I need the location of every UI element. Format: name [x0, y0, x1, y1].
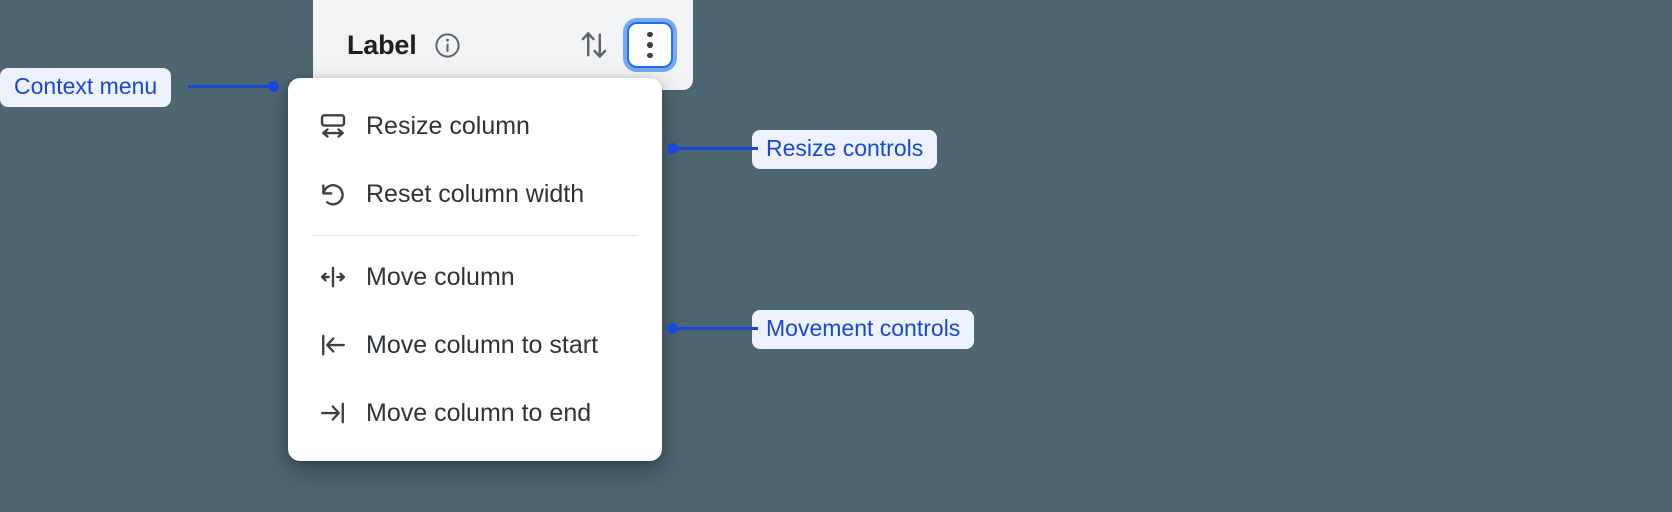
menu-item-label: Resize column — [366, 111, 530, 140]
reset-width-icon — [322, 184, 344, 206]
annotation-leader-line-context-menu — [188, 85, 274, 88]
sort-up-down-icon[interactable] — [577, 27, 611, 63]
annotation-leader-line-movement-controls — [672, 327, 758, 330]
annotation-label-resize-controls: Resize controls — [752, 130, 938, 169]
kebab-dot — [647, 52, 653, 59]
resize-column-icon — [320, 114, 346, 138]
menu-item-move-column[interactable]: Move column — [288, 243, 662, 311]
annotation-anchor-dot-context-menu — [268, 81, 279, 92]
menu-item-label: Move column — [366, 262, 515, 291]
kebab-dot — [647, 31, 653, 38]
menu-item-resize-column[interactable]: Resize column — [288, 92, 662, 160]
annotation-leader-line-resize-controls — [672, 147, 758, 150]
annotation-anchor-dot-resize-controls — [667, 143, 678, 154]
column-header-card: Label — [313, 0, 693, 90]
menu-item-label: Move column to end — [366, 398, 592, 427]
menu-item-move-column-to-start[interactable]: Move column to start — [288, 311, 662, 379]
page-title: Label — [347, 29, 417, 60]
annotation-label-movement-controls: Movement controls — [752, 310, 975, 349]
menu-item-label: Reset column width — [366, 179, 585, 208]
column-menu-button[interactable] — [627, 22, 673, 68]
menu-divider — [312, 235, 638, 236]
move-column-icon — [320, 266, 346, 288]
move-to-end-icon — [321, 402, 344, 424]
info-circle-icon[interactable] — [433, 31, 462, 60]
kebab-dot — [647, 42, 653, 48]
menu-item-move-column-to-end[interactable]: Move column to end — [288, 379, 662, 447]
move-to-start-icon — [322, 334, 345, 356]
annotation-anchor-dot-movement-controls — [667, 323, 678, 334]
menu-item-reset-column-width[interactable]: Reset column width — [288, 160, 662, 228]
menu-item-label: Move column to start — [366, 330, 599, 359]
annotation-label-context-menu: Context menu — [0, 68, 172, 107]
column-context-menu: Resize column Reset column width Move co… — [288, 78, 662, 461]
